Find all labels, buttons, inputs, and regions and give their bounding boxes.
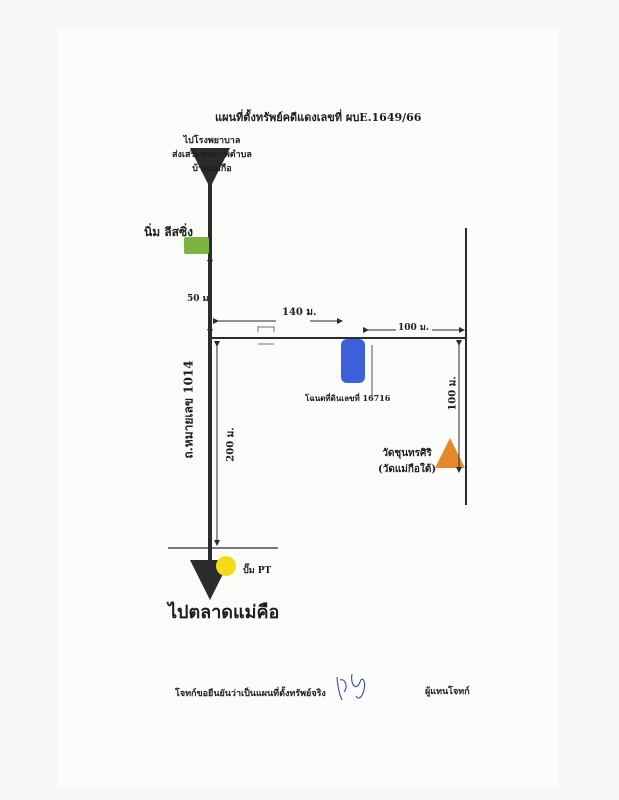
distance-100-vertical-label: 100 ม. [447,376,459,411]
distance-50-label: 50 ม. [187,294,212,304]
temple-label-line-2: (วัดแม่กือใต้) [378,464,437,475]
plot-marker [341,339,365,383]
map-title: แผนที่ตั้งทรัพย์คดีแดงเลขที่ ผบE.1649/66 [215,111,422,124]
destination-top-line-3: บ้านแม่กือ [192,164,232,174]
shop-marker [184,237,209,254]
destination-top-line-1: ไปโรงพยาบาล [183,136,241,146]
destination-bottom: ไปตลาดแม่คือ [168,602,280,623]
temple-label: วัดชุนทรศิริ (วัดแม่กือใต้) [378,446,436,478]
pump-marker [216,556,236,576]
paper-sheet [58,28,558,788]
distance-100-horizontal-label: 100 ม. [398,323,429,333]
representative-label: ผู้แทนโจทก์ [425,687,470,697]
temple-marker [435,438,465,468]
certification-text: โจทก์ขอยืนยันว่าเป็นแผนที่ตั้งทรัพย์จริง [175,689,326,699]
road-name-label: ถ.หมายเลข 1014 [181,360,196,459]
pump-label: ปั๊ม PT [243,566,272,576]
temple-label-line-1: วัดชุนทรศิริ [382,448,432,459]
destination-top: ไปโรงพยาบาล ส่งเสริมสุขภาพตำบล บ้านแม่กื… [172,134,252,176]
junction-marker [257,326,275,345]
distance-140-label: 140 ม. [282,307,317,318]
plot-label: โฉนดที่ดินเลขที่ 16716 [305,393,391,403]
distance-200-label: 200 ม. [225,427,237,462]
signature [336,673,366,701]
shop-label: นิ่ม ลีสซิ่ง [144,225,193,239]
destination-top-line-2: ส่งเสริมสุขภาพตำบล [172,150,252,160]
